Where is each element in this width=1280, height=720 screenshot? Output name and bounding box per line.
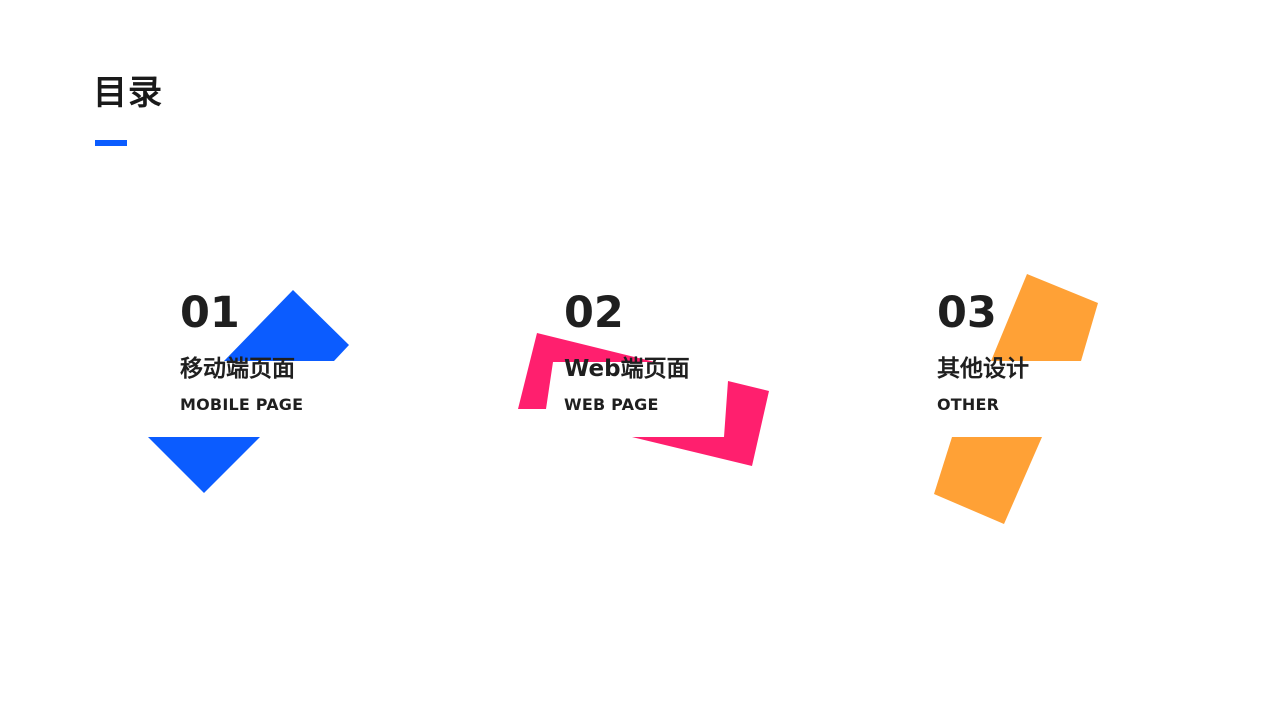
catalog-item-web[interactable]: 02 Web端页面 WEB PAGE [564, 292, 690, 413]
item-subtitle: OTHER [937, 395, 1000, 414]
item-number: 02 [564, 288, 624, 338]
catalog-item-other[interactable]: 03 其他设计 OTHER [937, 292, 1029, 413]
item-title: 其他设计 [937, 356, 1029, 382]
item-subtitle: WEB PAGE [564, 395, 659, 414]
item-title: Web端页面 [564, 356, 690, 382]
item-number: 01 [180, 288, 240, 338]
item-title: 移动端页面 [180, 356, 295, 382]
item-subtitle: MOBILE PAGE [180, 395, 304, 414]
blue-triangle-bottom [148, 437, 260, 493]
item-number: 03 [937, 288, 997, 338]
orange-parallelogram-bottom [934, 437, 1042, 524]
title-underline [95, 140, 127, 146]
page-title: 目录 [93, 73, 163, 113]
catalog-item-mobile[interactable]: 01 移动端页面 MOBILE PAGE [180, 292, 303, 413]
title-underline-bar [95, 140, 127, 146]
